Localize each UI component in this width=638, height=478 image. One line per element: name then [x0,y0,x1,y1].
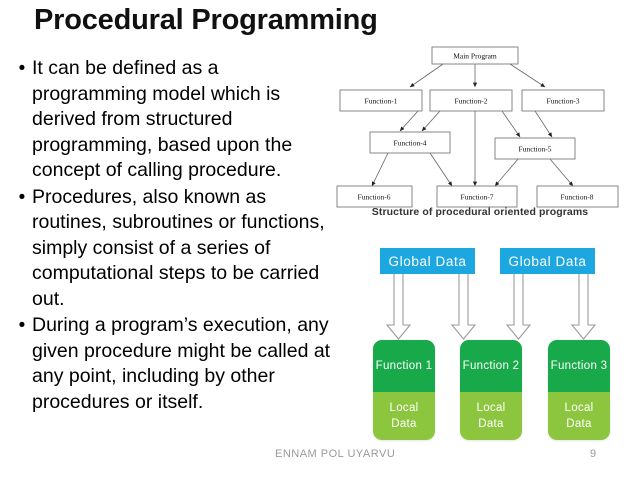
function-title: Function 3 [548,340,610,392]
function-card: Function 1 Local Data [373,340,435,440]
footer-text: ENNAM POL UYARVU [275,448,396,460]
node-label-f8: Function-8 [561,193,594,202]
local-data-label-line2: Data [478,418,504,430]
bullet-text: Procedures, also known as routines, subr… [32,185,325,310]
function-title: Function 1 [373,340,435,392]
list-item: • During a program’s execution, any give… [12,313,334,415]
page-title: Procedural Programming [34,4,378,36]
node-label-f6: Function-6 [358,193,391,202]
function-card: Function 2 Local Data [460,340,522,440]
node-label-f1: Function-1 [365,97,398,106]
node-label-f7: Function-7 [461,193,494,202]
structure-diagram: Main Program Function-1 Function-2 Funct… [330,40,630,225]
data-flow-arrows [385,265,597,340]
page-number: 9 [590,448,597,460]
local-data-block: Local Data [460,392,522,440]
node-label-f3: Function-3 [547,97,580,106]
bullet-list: • It can be defined as a programming mod… [12,56,334,416]
local-data-label-line2: Data [391,418,417,430]
bullet-marker-icon: • [18,186,26,208]
bullet-text: It can be defined as a programming model… [32,57,293,181]
bullet-text: During a program’s execution, any given … [32,314,331,413]
global-data-box: Global Data [380,248,475,274]
node-label-f5: Function-5 [519,145,552,154]
local-data-label-line1: Local [564,402,594,414]
node-label-f2: Function-2 [455,97,488,106]
local-data-label-line1: Local [476,402,506,414]
list-item: • Procedures, also known as routines, su… [12,185,334,313]
function-card: Function 3 Local Data [548,340,610,440]
local-data-block: Local Data [373,392,435,440]
bullet-marker-icon: • [18,315,26,336]
global-local-data-diagram: Global Data Global Data Function 1 Local… [360,240,628,445]
diagram-caption: Structure of procedural oriented program… [371,206,589,218]
global-data-box: Global Data [500,248,595,274]
function-title: Function 2 [460,340,522,392]
node-label-f4: Function-4 [394,139,427,148]
local-data-block: Local Data [548,392,610,440]
global-data-label: Global Data [388,253,467,269]
node-label-main: Main Program [453,52,497,61]
global-data-label: Global Data [508,253,587,269]
local-data-label-line1: Local [389,402,419,414]
bullet-marker-icon: • [18,58,26,79]
list-item: • It can be defined as a programming mod… [12,56,334,184]
local-data-label-line2: Data [566,418,592,430]
